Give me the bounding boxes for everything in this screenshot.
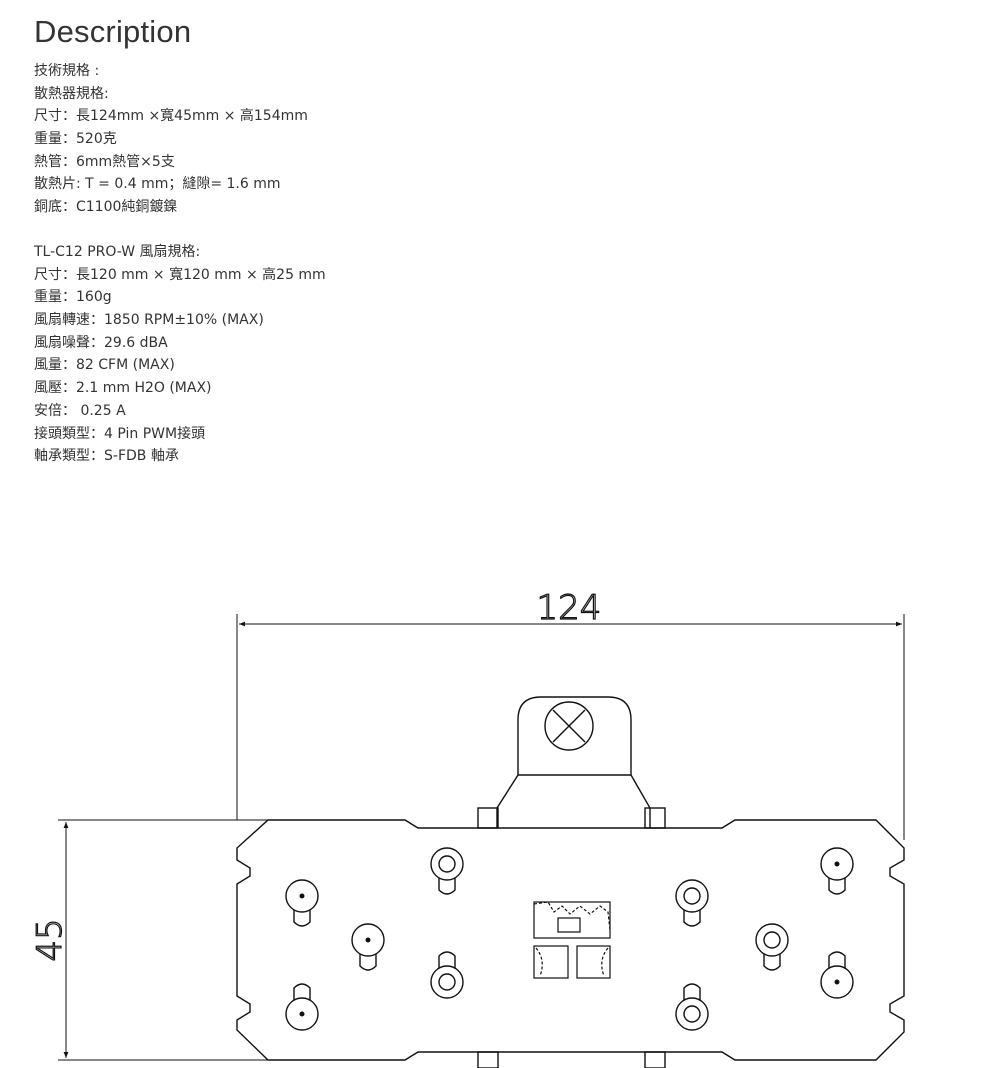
center-bottom-left-pattern bbox=[535, 947, 543, 977]
fan-connector: 接頭類型：4 Pin PWM接頭 bbox=[34, 425, 206, 442]
heatsink-spec-subtitle: 散熱器規格: bbox=[34, 85, 109, 102]
fan-airflow: 風量：82 CFM (MAX) bbox=[34, 357, 175, 374]
heatpipe-end bbox=[351, 923, 385, 971]
heatpipe-end bbox=[285, 879, 319, 927]
heatpipe-end bbox=[430, 951, 464, 999]
center-bottom-left bbox=[533, 945, 569, 979]
width-dimension-label: 124 bbox=[537, 588, 602, 628]
screw-cross-b bbox=[552, 709, 586, 743]
heatsink-dimensions: 尺寸：長124mm ×寬45mm × 高154mm bbox=[34, 108, 308, 125]
center-label-block bbox=[533, 901, 611, 979]
heatsink-body bbox=[236, 696, 905, 1068]
heatpipe-end bbox=[820, 951, 854, 999]
center-bottom-right bbox=[576, 945, 611, 979]
spec-section-label: 技術規格 : bbox=[34, 63, 100, 79]
dimension-lines bbox=[58, 614, 905, 1061]
center-top-inner bbox=[557, 917, 581, 933]
fan-weight: 重量：160g bbox=[34, 289, 112, 306]
heatpipe-end bbox=[675, 879, 709, 927]
center-bottom-right-pattern bbox=[601, 947, 609, 977]
fan-speed: 風扇轉速：1850 RPM±10% (MAX) bbox=[34, 312, 264, 329]
fan-dimensions: 尺寸：長120 mm × 寬120 mm × 高25 mm bbox=[34, 266, 326, 283]
bracket-tab-right bbox=[644, 807, 666, 829]
heatsink-base: 銅底：C1100純銅鍍鎳 bbox=[34, 199, 178, 216]
heatpipe-end bbox=[285, 983, 319, 1031]
heatpipe-end bbox=[675, 983, 709, 1031]
page-title: Description bbox=[34, 14, 192, 49]
fan-spec-subtitle: TL-C12 PRO-W 風扇規格: bbox=[34, 244, 201, 260]
heatpipe-ends bbox=[285, 847, 854, 1031]
heatpipe-end bbox=[820, 847, 854, 895]
heatsink-weight: 重量：520克 bbox=[34, 131, 117, 148]
center-top-pattern bbox=[533, 901, 611, 931]
base-plate-outline bbox=[236, 819, 905, 1061]
mounting-bracket bbox=[496, 696, 651, 828]
heatsink-fins: 散熱片: T = 0.4 mm；縫隙= 1.6 mm bbox=[34, 176, 281, 193]
height-dimension-label: 45 bbox=[30, 918, 70, 961]
heatpipe-end bbox=[430, 847, 464, 895]
heatsink-spec-block: 技術規格 : 散熱器規格: 尺寸：長124mm ×寬45mm × 高154mm … bbox=[34, 60, 308, 219]
bottom-tab-right bbox=[644, 1051, 666, 1068]
fan-noise: 風扇噪聲：29.6 dBA bbox=[34, 334, 168, 351]
fan-spec-block: TL-C12 PRO-W 風扇規格: 尺寸：長120 mm × 寬120 mm … bbox=[34, 241, 326, 468]
mounting-screw bbox=[544, 701, 594, 751]
fan-bearing: 軸承類型：S-FDB 軸承 bbox=[34, 448, 179, 465]
fan-pressure: 風壓：2.1 mm H2O (MAX) bbox=[34, 380, 212, 397]
fan-current: 安倍： 0.25 A bbox=[34, 402, 126, 419]
bottom-tab-left bbox=[477, 1051, 499, 1068]
center-top-block bbox=[533, 901, 611, 939]
heatsink-heatpipes: 熱管：6mm熱管×5支 bbox=[34, 153, 175, 170]
bracket-tab-left bbox=[477, 807, 499, 829]
heatpipe-end bbox=[755, 923, 789, 971]
